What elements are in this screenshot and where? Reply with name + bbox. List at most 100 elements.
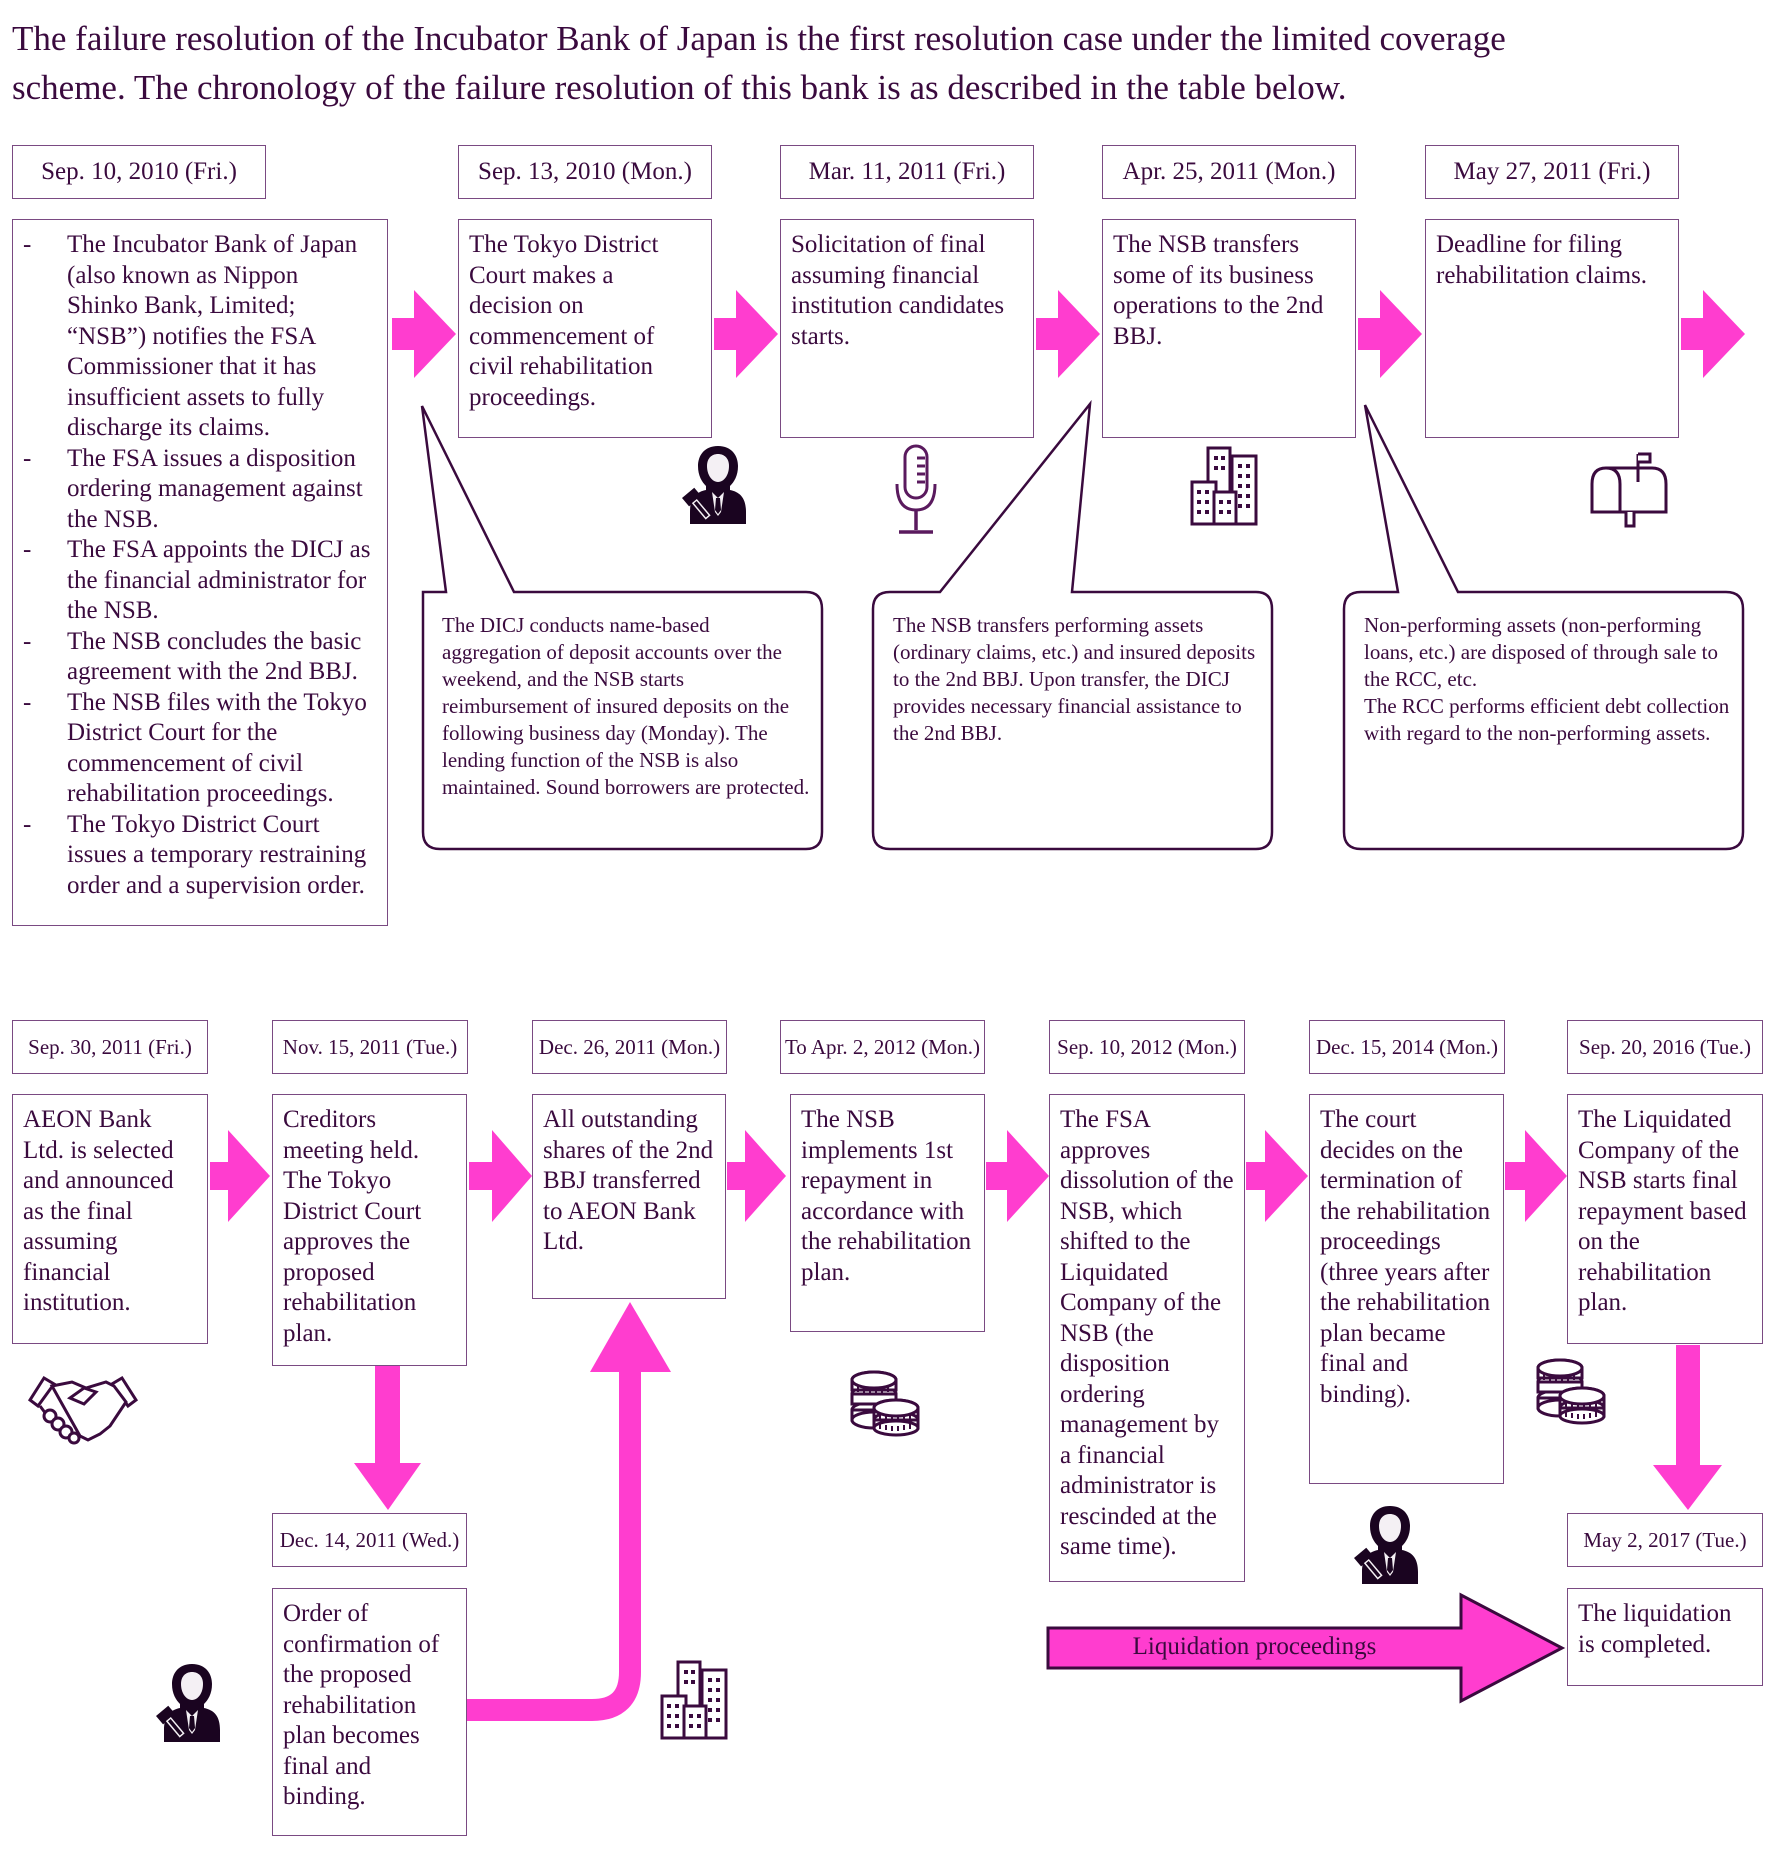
event-box-may-27-2011: Deadline for filing rehabilitation claim… — [1425, 219, 1679, 438]
event-box-dec-15-2014: The court decides on the termination of … — [1309, 1094, 1504, 1484]
arrow-right-4 — [1358, 290, 1422, 378]
arrow-right-r2-4 — [986, 1130, 1049, 1222]
event-bullet: The FSA issues a disposition ordering ma… — [23, 444, 375, 536]
coins-icon-row2-a — [850, 1370, 920, 1437]
arrow-curved-up-head — [590, 1302, 671, 1372]
intro-paragraph: The failure resolution of the Incubator … — [12, 14, 1772, 112]
date-box: Sep. 20, 2016 (Tue.) — [1567, 1020, 1763, 1074]
date-box-final: May 2, 2017 (Tue.) — [1567, 1513, 1763, 1567]
event-box-may-2-2017: The liquidation is completed. — [1567, 1588, 1763, 1686]
event-bullet: The Tokyo District Court issues a tempor… — [23, 810, 375, 902]
date-label: Sep. 20, 2016 (Tue.) — [1579, 1034, 1751, 1059]
date-label: Sep. 30, 2011 (Fri.) — [28, 1034, 192, 1059]
arrow-right-r2-6 — [1505, 1130, 1567, 1222]
date-label: To Apr. 2, 2012 (Mon.) — [784, 1034, 981, 1059]
event-text: The Tokyo District Court makes a decisio… — [469, 231, 659, 411]
event-box-sep-10-2012: The FSA approves dissolution of the NSB,… — [1049, 1094, 1245, 1582]
judge-icon-row2 — [1353, 1505, 1419, 1585]
date-label: Mar. 11, 2011 (Fri.) — [808, 158, 1006, 185]
arrow-curved-up — [467, 1372, 641, 1721]
date-box: Sep. 10, 2010 (Fri.) — [12, 145, 266, 199]
arrow-right-3 — [1036, 290, 1100, 378]
coins-icon-row2-b — [1536, 1358, 1606, 1425]
judge-icon-branch — [155, 1663, 221, 1743]
event-bullet: The NSB concludes the basic agreement wi… — [23, 627, 375, 688]
date-box: Sep. 13, 2010 (Mon.) — [458, 145, 712, 199]
date-box-branch: Dec. 14, 2011 (Wed.) — [272, 1513, 467, 1567]
liquidation-arrow-label: Liquidation proceedings — [1132, 1633, 1377, 1660]
event-text: The NSB transfers some of its business o… — [1113, 231, 1324, 350]
arrow-right-r2-3 — [727, 1130, 786, 1222]
callout-shape-1 — [420, 405, 824, 851]
buildings-icon-branch — [660, 1660, 728, 1740]
callout-text-1: The DICJ conducts name-based aggregation… — [442, 613, 810, 799]
date-box: Dec. 15, 2014 (Mon.) — [1309, 1020, 1505, 1074]
date-label: Dec. 15, 2014 (Mon.) — [1316, 1034, 1498, 1059]
event-bullet-list: The Incubator Bank of Japan (also known … — [23, 230, 375, 901]
event-text: The NSB implements 1st repayment in acco… — [801, 1106, 972, 1286]
liquidation-arrow — [1046, 1592, 1566, 1704]
event-box-apr-25-2011: The NSB transfers some of its business o… — [1102, 219, 1356, 438]
arrow-down-branch — [354, 1366, 421, 1510]
date-box: To Apr. 2, 2012 (Mon.) — [780, 1020, 985, 1074]
date-box: May 27, 2011 (Fri.) — [1425, 145, 1679, 199]
arrow-right-5 — [1681, 290, 1745, 378]
date-label: Nov. 15, 2011 (Tue.) — [282, 1034, 458, 1059]
date-label: May 27, 2011 (Fri.) — [1453, 158, 1651, 185]
date-label: Sep. 13, 2010 (Mon.) — [478, 158, 692, 185]
date-label: Sep. 10, 2010 (Fri.) — [41, 158, 237, 185]
date-box: Sep. 30, 2011 (Fri.) — [12, 1020, 208, 1074]
date-box: Mar. 11, 2011 (Fri.) — [780, 145, 1034, 199]
event-text: All outstanding shares of the 2nd BBJ tr… — [543, 1106, 714, 1255]
intro-line-2: scheme. The chronology of the failure re… — [12, 68, 1347, 107]
date-box: Dec. 26, 2011 (Mon.) — [532, 1020, 727, 1074]
date-label: Apr. 25, 2011 (Mon.) — [1122, 158, 1336, 185]
judge-icon-row1 — [681, 445, 747, 525]
date-label: Sep. 10, 2012 (Mon.) — [1057, 1034, 1237, 1059]
event-text: The court decides on the termination of … — [1320, 1106, 1491, 1408]
event-box-sep-20-2016: The Liquidated Company of the NSB starts… — [1567, 1094, 1763, 1344]
event-bullet: The NSB files with the Tokyo District Co… — [23, 688, 375, 810]
event-text: The liquidation is completed. — [1578, 1600, 1732, 1658]
intro-line-1: The failure resolution of the Incubator … — [12, 19, 1506, 58]
event-text: Deadline for filing rehabilitation claim… — [1436, 231, 1648, 289]
row2-arrows — [210, 1130, 1567, 1222]
handshake-icon — [27, 1375, 139, 1445]
arrow-down-final — [1653, 1345, 1722, 1510]
event-box-dec-26-2011: All outstanding shares of the 2nd BBJ tr… — [532, 1094, 726, 1299]
event-bullet: The Incubator Bank of Japan (also known … — [23, 230, 375, 444]
date-label: Dec. 26, 2011 (Mon.) — [538, 1034, 721, 1059]
callout-text-3: Non-performing assets (non-performing lo… — [1364, 613, 1730, 745]
event-box-apr-2-2012: The NSB implements 1st repayment in acco… — [790, 1094, 985, 1332]
event-box-nov-15-2011: Creditors meeting held. The Tokyo Distri… — [272, 1094, 467, 1366]
date-label: Dec. 14, 2011 (Wed.) — [279, 1527, 460, 1552]
arrow-right-1 — [392, 290, 456, 378]
event-bullet: The FSA appoints the DICJ as the financi… — [23, 535, 375, 627]
date-label: May 2, 2017 (Tue.) — [1583, 1527, 1747, 1552]
event-box-sep-10-2010: The Incubator Bank of Japan (also known … — [12, 219, 388, 926]
callout-shape-3 — [1342, 404, 1745, 851]
arrow-right-r2-5 — [1246, 1130, 1308, 1222]
callout-shapes — [420, 399, 1745, 851]
callout-shape-2 — [871, 399, 1274, 851]
event-text: The FSA approves dissolution of the NSB,… — [1060, 1106, 1234, 1560]
date-box: Nov. 15, 2011 (Tue.) — [272, 1020, 468, 1074]
event-box-sep-13-2010: The Tokyo District Court makes a decisio… — [458, 219, 712, 438]
mailbox-icon — [1590, 452, 1668, 528]
event-text: Solicitation of final assuming financial… — [791, 231, 1005, 350]
event-box-dec-14-2011: Order of confirmation of the proposed re… — [272, 1588, 467, 1836]
event-text: The Liquidated Company of the NSB starts… — [1578, 1106, 1747, 1316]
event-text: AEON Bank Ltd. is selected and announced… — [23, 1106, 174, 1316]
arrow-right-r2-1 — [210, 1130, 270, 1222]
date-box: Apr. 25, 2011 (Mon.) — [1102, 145, 1356, 199]
buildings-icon-row1 — [1190, 446, 1258, 526]
event-text: Creditors meeting held. The Tokyo Distri… — [283, 1106, 422, 1347]
event-text: Order of confirmation of the proposed re… — [283, 1600, 440, 1810]
event-box-mar-11-2011: Solicitation of final assuming financial… — [780, 219, 1034, 438]
row1-arrows — [392, 290, 1745, 378]
arrow-right-r2-2 — [469, 1130, 532, 1222]
callout-text-2: The NSB transfers performing assets (ord… — [893, 613, 1256, 745]
event-box-sep-30-2011: AEON Bank Ltd. is selected and announced… — [12, 1094, 208, 1344]
date-box: Sep. 10, 2012 (Mon.) — [1049, 1020, 1245, 1074]
microphone-icon — [895, 444, 937, 534]
